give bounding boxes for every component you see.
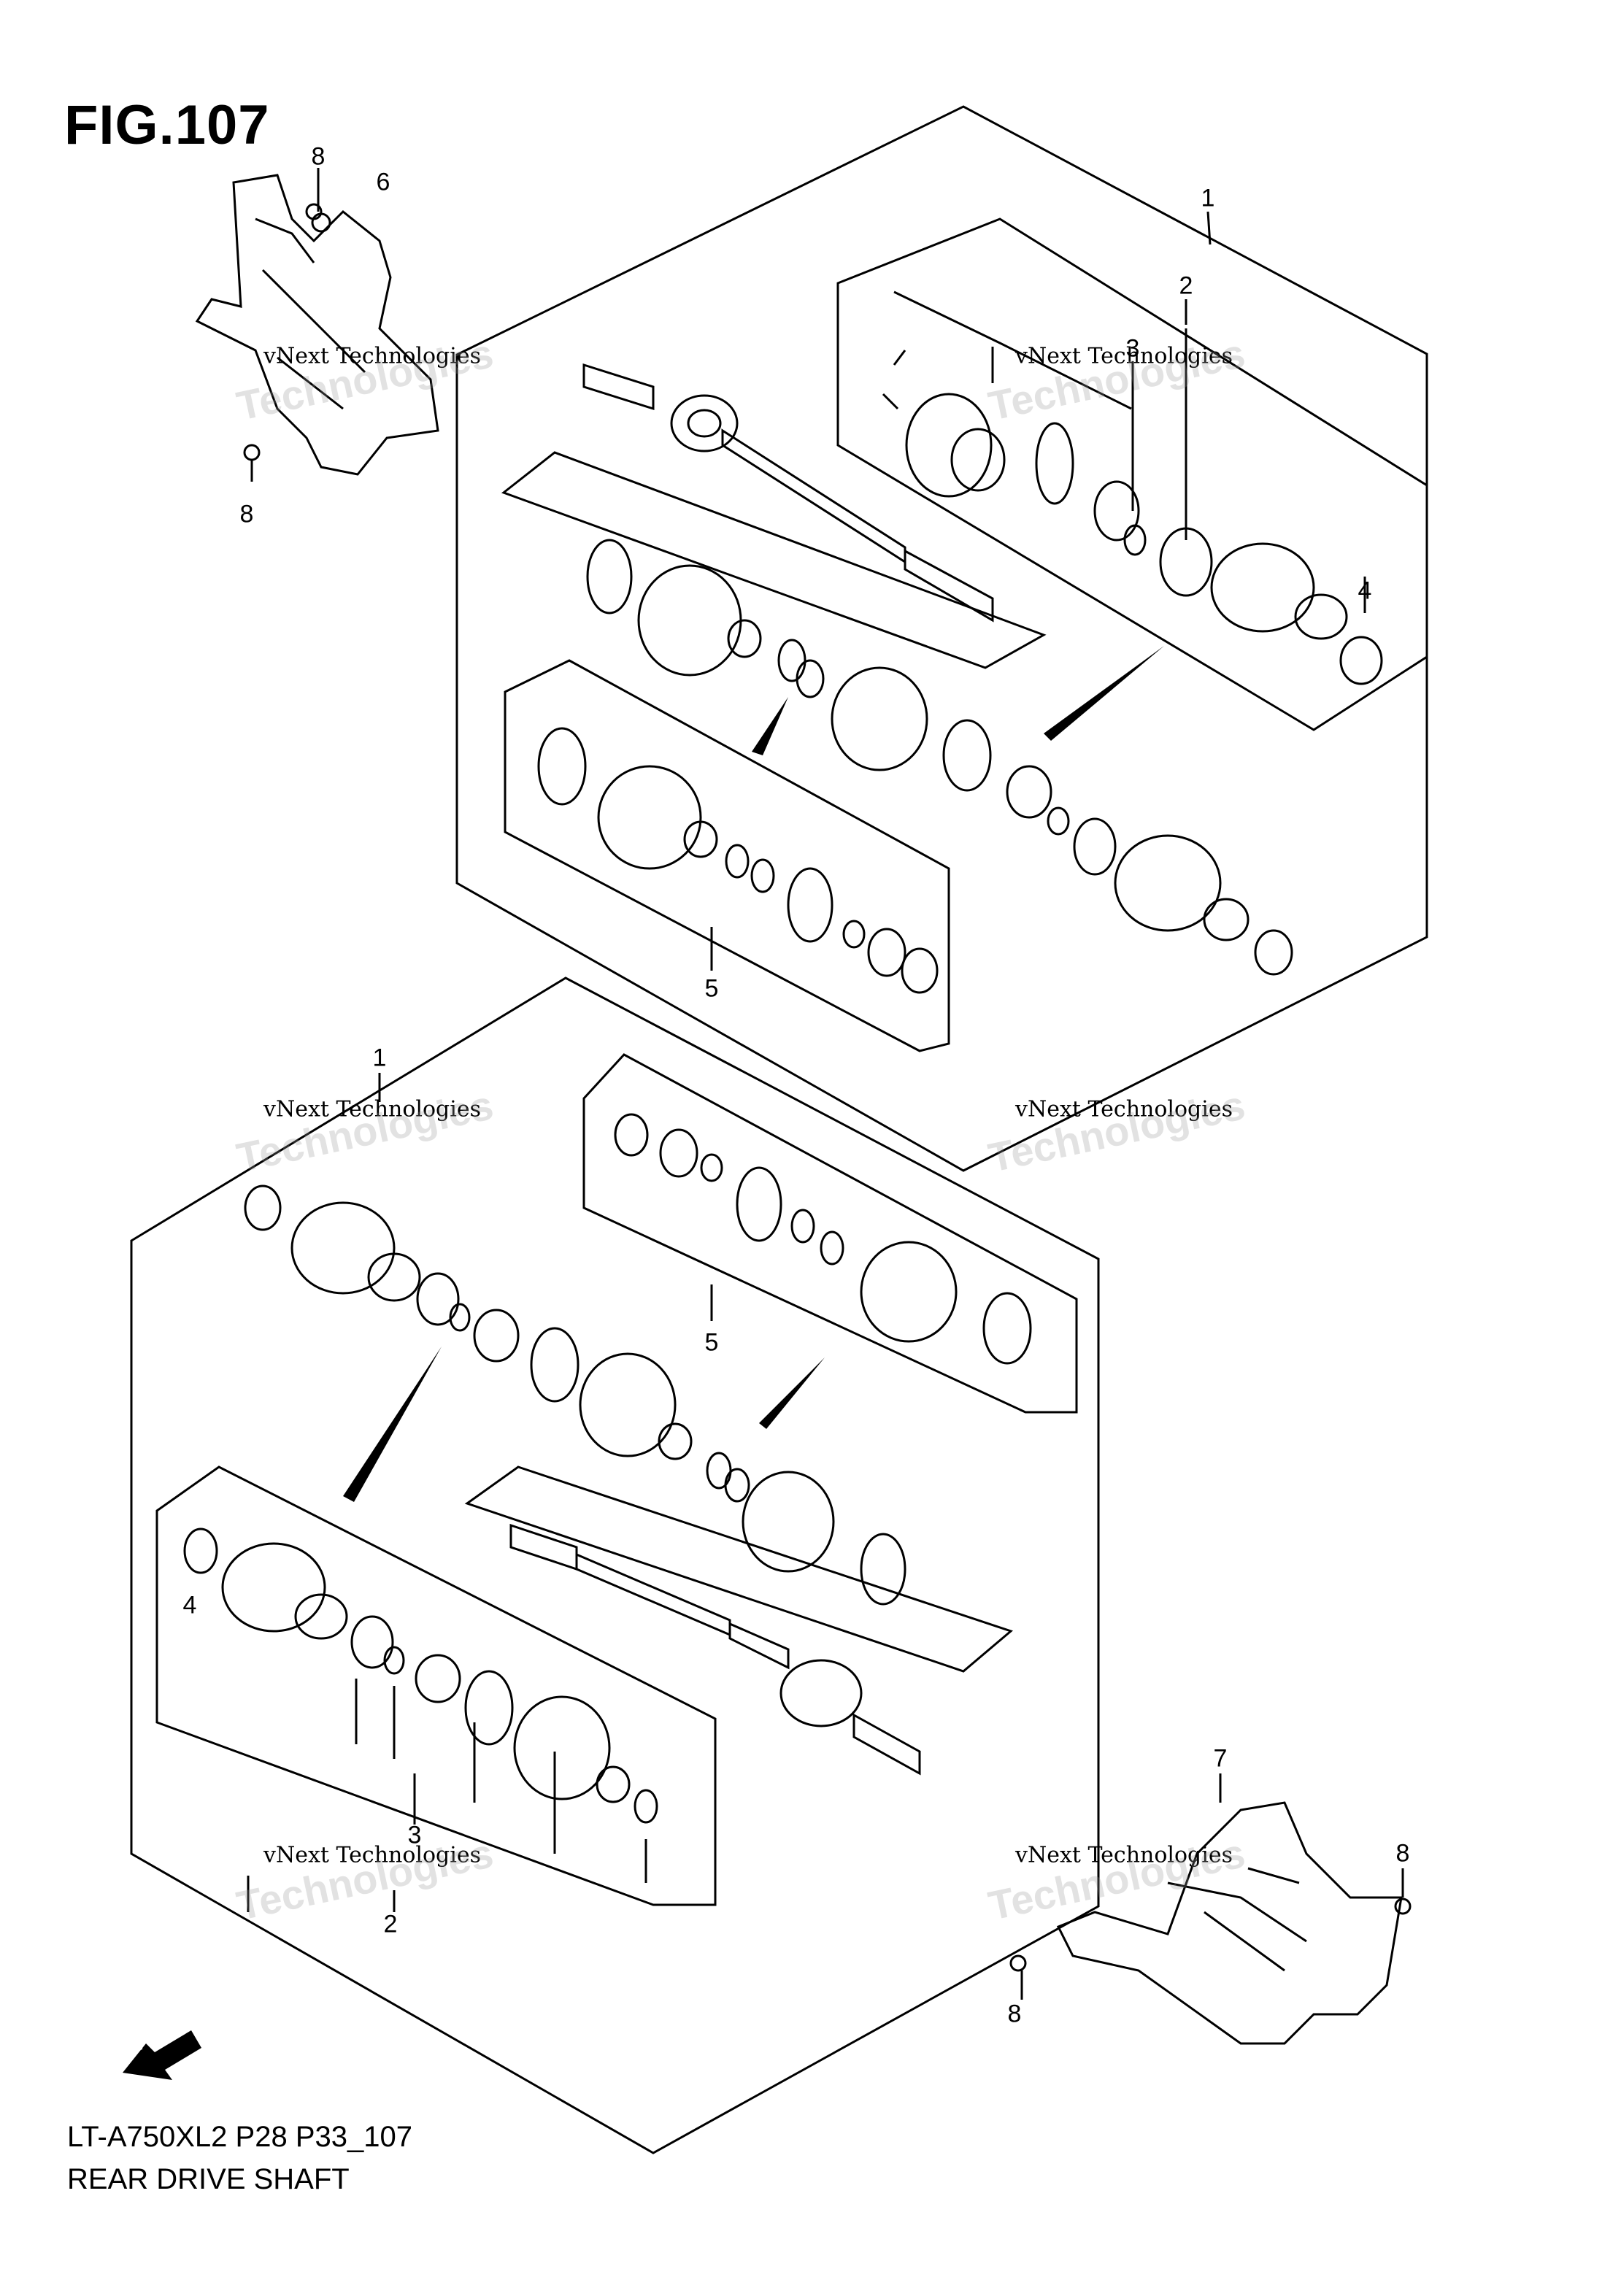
- bottom-boot-kit-box: [582, 1053, 1078, 1414]
- callout-4-bottom: 4: [182, 1591, 197, 1619]
- callout-6: 6: [376, 168, 390, 196]
- bracket-7: [1056, 1801, 1403, 2045]
- callout-3-top: 3: [1125, 334, 1140, 363]
- fwd-arrow-icon: [123, 2030, 201, 2080]
- bottom-assembly-outline: [130, 976, 1100, 2154]
- watermark-text: vNext Technologies: [263, 1096, 482, 1122]
- callout-3-bottom: 3: [407, 1821, 422, 1849]
- bracket-6: [195, 174, 439, 476]
- watermark-text: vNext Technologies: [1014, 343, 1233, 369]
- callout-4-top: 4: [1358, 577, 1372, 605]
- callout-1-bottom: 1: [372, 1044, 387, 1072]
- callout-1-top: 1: [1201, 184, 1215, 212]
- watermark-text: vNext Technologies: [1014, 1842, 1233, 1868]
- watermark-text: vNext Technologies: [1014, 1096, 1233, 1122]
- callout-5-top: 5: [704, 974, 719, 1003]
- figure-name: REAR DRIVE SHAFT: [67, 2163, 350, 2195]
- callout-8-b: 8: [239, 500, 254, 528]
- bottom-shaft-box: [464, 1465, 1014, 1673]
- model-code: LT-A750XL2 P28 P33_107: [67, 2121, 412, 2153]
- callout-8-d: 8: [1007, 2000, 1022, 2028]
- top-inner-splined-end: [582, 363, 655, 411]
- callout-8-a: 8: [311, 142, 326, 171]
- callout-7: 7: [1213, 1744, 1228, 1773]
- top-joint-kit-box: [836, 217, 1428, 731]
- callout-2-top: 2: [1179, 271, 1193, 300]
- top-shaft-box: [501, 451, 1047, 669]
- callout-2-bottom: 2: [383, 1910, 398, 1938]
- watermark-text: vNext Technologies: [263, 1842, 482, 1868]
- bottom-joint-kit-box: [155, 1465, 717, 1906]
- top-boot-kit-box: [504, 659, 950, 1052]
- callout-8-c: 8: [1395, 1839, 1410, 1868]
- top-assembly-outline: [455, 105, 1428, 1172]
- watermark-text: vNext Technologies: [263, 343, 482, 369]
- callout-5-bottom: 5: [704, 1328, 719, 1357]
- figure-title: FIG.107: [64, 94, 270, 156]
